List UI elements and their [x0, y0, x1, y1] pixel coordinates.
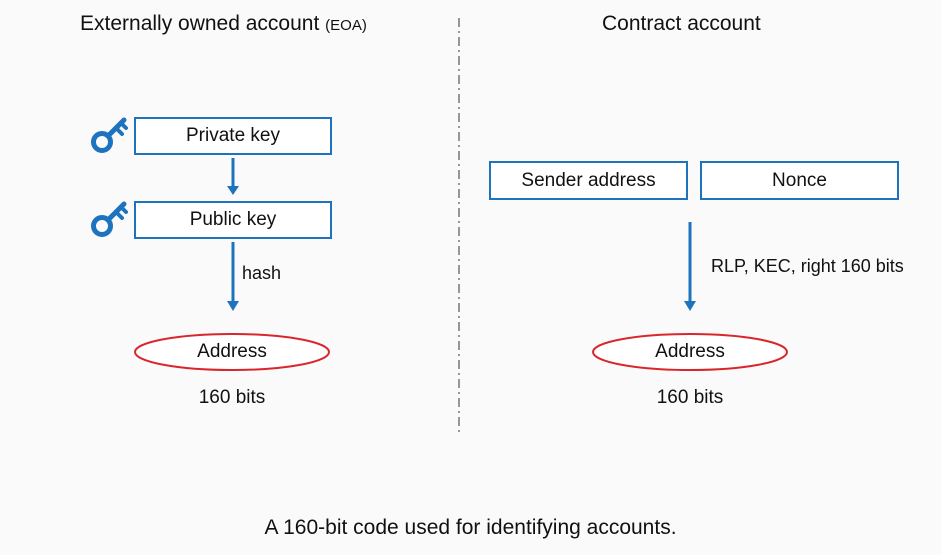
nonce-label: Nonce	[772, 169, 827, 191]
eoa-title-text: Externally owned account	[80, 12, 320, 35]
arrowhead-private-to-public	[227, 186, 239, 195]
sender-address-box: Sender address	[489, 161, 688, 200]
eoa-title: Externally owned account (EOA)	[80, 12, 367, 36]
hash-label: hash	[242, 263, 282, 283]
address-ellipse-contract	[592, 333, 788, 371]
eoa-title-suffix: (EOA)	[325, 17, 367, 34]
arrowhead-inputs-to-address	[684, 301, 696, 311]
contract-address-label: Address	[655, 341, 725, 362]
contract-bits-label: 160 bits	[656, 387, 724, 408]
address-ellipse-eoa	[134, 333, 330, 371]
eoa-address-label: Address	[197, 341, 267, 362]
sender-address-label: Sender address	[521, 169, 656, 191]
public-key-label: Public key	[189, 209, 277, 230]
private-key-label: Private key	[186, 125, 280, 146]
public-key-box: Public key	[134, 201, 332, 239]
key-icon	[91, 117, 128, 153]
private-key-box: Private key	[134, 117, 332, 155]
rlp-kec-label: RLP, KEC, right 160 bits	[711, 256, 904, 276]
arrowhead-public-to-address	[227, 301, 239, 311]
eoa-bits-label: 160 bits	[198, 387, 266, 408]
caption: A 160-bit code used for identifying acco…	[264, 516, 677, 539]
nonce-box: Nonce	[700, 161, 899, 200]
key-icon	[91, 201, 128, 237]
contract-title: Contract account	[602, 12, 761, 35]
